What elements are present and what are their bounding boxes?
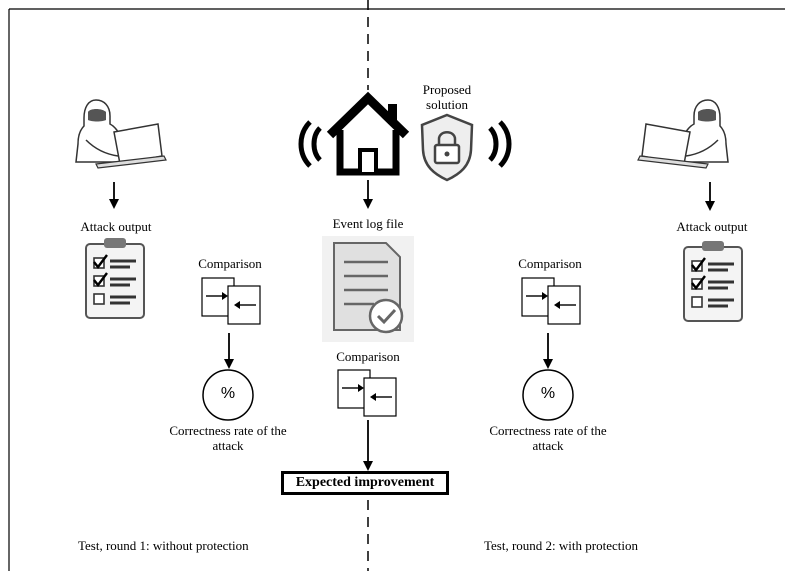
document-check-icon <box>322 236 414 342</box>
hacker-icon <box>75 99 167 169</box>
clipboard-checklist-icon <box>682 239 744 323</box>
attack-output-label-left: Attack output <box>80 219 152 234</box>
comparison-docs-icon <box>337 369 397 417</box>
house-icon <box>326 91 410 176</box>
attack-output-label-right: Attack output <box>676 219 748 234</box>
percent-label-left: % <box>220 385 236 402</box>
event-log-file-label: Event log file <box>332 216 404 231</box>
comparison-docs-icon <box>201 277 261 325</box>
clipboard-checklist-icon <box>84 236 146 320</box>
comparison-label-left: Comparison <box>198 256 262 271</box>
hacker-icon <box>637 99 729 169</box>
footer-round-2: Test, round 2: with protection <box>484 538 638 553</box>
expected-improvement-box: Expected improvement <box>281 471 449 495</box>
footer-round-1: Test, round 1: without protection <box>78 538 249 553</box>
percent-circle-icon <box>522 369 574 421</box>
percent-circle-icon <box>202 369 254 421</box>
correctness-rate-label-right: Correctness rate of the attack <box>489 423 607 453</box>
wifi-waves-icon <box>298 120 512 168</box>
comparison-docs-icon <box>521 277 581 325</box>
correctness-rate-label-left: Correctness rate of the attack <box>169 423 287 453</box>
comparison-label-right: Comparison <box>518 256 582 271</box>
proposed-solution-label: Proposed solution <box>422 82 472 112</box>
comparison-label-center: Comparison <box>336 349 400 364</box>
shield-lock-icon <box>420 113 474 182</box>
percent-label-right: % <box>540 385 556 402</box>
